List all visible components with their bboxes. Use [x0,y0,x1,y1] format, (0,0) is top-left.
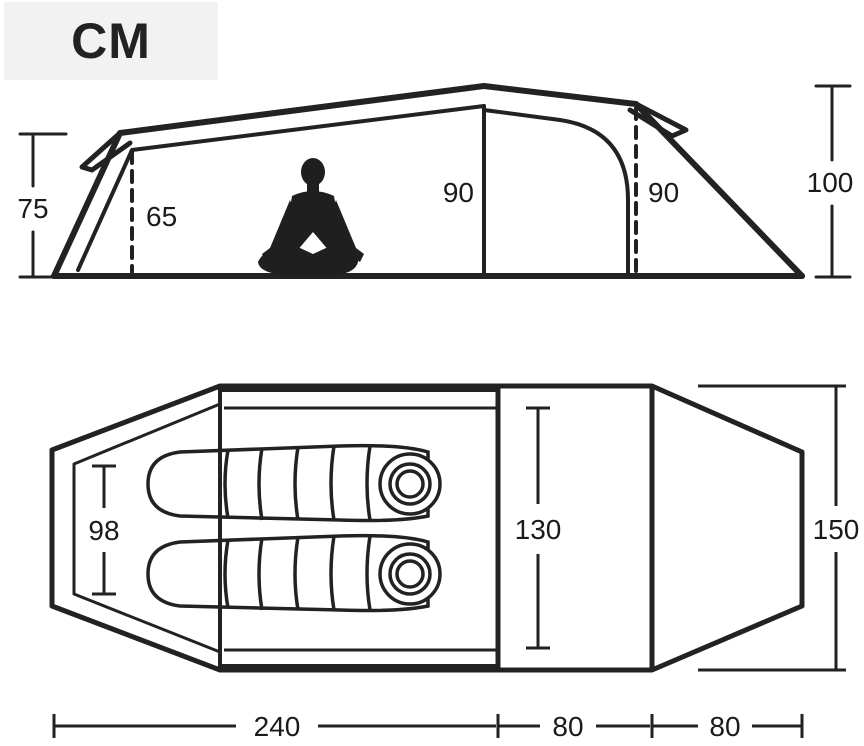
sleeping-width-label: 98 [88,515,119,546]
vestibule-width-label: 130 [515,514,562,545]
unit-label: CM [71,13,151,69]
sleeping-bag-upper-icon [146,443,442,523]
seated-person-icon [258,158,364,276]
top-view [49,383,846,673]
sleeping-bag-lower-icon [146,533,442,613]
side-fly-outline [51,83,805,279]
length-dimension [52,714,804,738]
inner-front-height-label: 65 [146,201,177,232]
side-view [18,83,852,279]
side-rear-hook [627,101,689,139]
total-height-label: 100 [807,167,854,198]
top-fly-outline [49,383,805,673]
inner-peak-height-label: 90 [443,177,474,208]
fly-length-label: 80 [709,711,740,742]
side-vestibule-arc [482,108,630,278]
side-front-hook [79,130,133,173]
inner-length-label: 240 [254,711,301,742]
vestibule-height-label: 90 [648,177,679,208]
top-inner-tent [218,388,500,668]
unit-label-box: CM [4,2,218,80]
top-inner-foot [72,402,221,654]
vestibule-length-label: 80 [552,711,583,742]
outer-width-label: 150 [813,514,860,545]
outer-height-label: 75 [17,193,48,224]
